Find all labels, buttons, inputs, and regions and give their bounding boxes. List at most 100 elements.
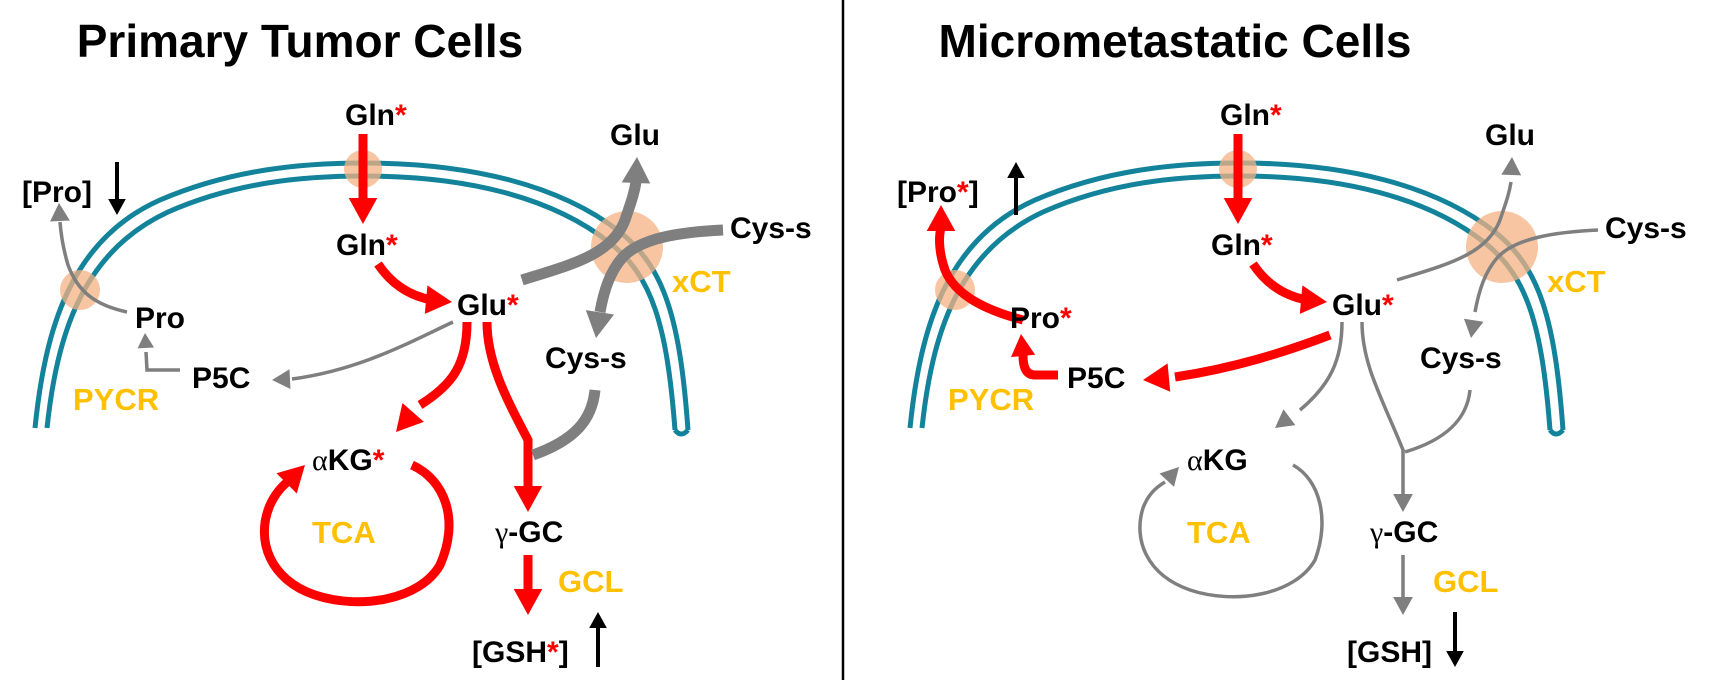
label-part: * (507, 289, 519, 322)
glu-to-p5c-arrow (1143, 330, 1332, 392)
proline-extracellular-label: [Pro*] (897, 176, 979, 209)
gsh-trend-up-icon (589, 612, 607, 667)
proline-trend-up-icon-head (1007, 162, 1025, 178)
glu-to-ggc-arrow (1360, 321, 1413, 512)
p5c-to-pro-arrow (1011, 334, 1058, 380)
label-part: GCL (1433, 564, 1498, 599)
gln-import-arrow-arrowhead (348, 198, 378, 224)
glu-extracellular-label: Glu (1485, 119, 1535, 152)
gln-extracellular-label: Gln* (1220, 99, 1282, 132)
xct-enzyme-label: xCT (672, 264, 731, 299)
label-part: Gln (345, 99, 395, 132)
glu-export-arrow-line (520, 181, 642, 286)
label-part: Glu (1332, 289, 1382, 322)
panel-title: Primary Tumor Cells (77, 15, 524, 67)
label-part: -GC (1383, 516, 1438, 549)
label-part: Cys-s (1605, 212, 1687, 245)
glu-to-ggc-arrow-arrowhead (1393, 494, 1413, 512)
gsh-label: [GSH*] (472, 636, 569, 669)
cell-membrane-end-cap (673, 428, 690, 437)
tca-cycle-arrow-arrowhead (1159, 467, 1179, 487)
cystine-intracellular-label: Cys-s (1420, 342, 1502, 375)
ggc-to-gsh-arrow-arrowhead (1393, 597, 1413, 615)
akg-label: αKG* (312, 444, 385, 477)
gln-import-arrow (1223, 134, 1253, 224)
cystine-extracellular-label: Cys-s (730, 212, 812, 245)
label-part: [Pro (897, 176, 957, 209)
gamma-gc-label: γ-GC (1369, 516, 1438, 549)
cell-membrane-end-cap (1548, 428, 1565, 437)
glu-to-akg-arrow-line (1298, 321, 1344, 412)
panel-title-text: Primary Tumor Cells (77, 15, 524, 67)
pro-export-arrow-arrowhead (50, 203, 70, 222)
label-part: * (1060, 302, 1072, 335)
label-part: α (1187, 444, 1203, 477)
proline-intracellular-label: Pro* (1010, 302, 1072, 335)
label-part: TCA (1187, 515, 1251, 550)
p5c-to-pro-arrow-arrowhead (137, 333, 155, 349)
pro-export-arrow (50, 203, 128, 314)
label-part: Glu (1485, 119, 1535, 152)
label-part: TCA (312, 515, 376, 550)
p5c-label: P5C (1067, 362, 1125, 395)
label-part: * (386, 229, 398, 262)
label-part: P5C (192, 362, 250, 395)
p5c-label: P5C (192, 362, 250, 395)
p5c-to-pro-arrow (137, 333, 180, 372)
label-part: Gln (1220, 99, 1270, 132)
glu-to-akg-arrow-arrowhead (1275, 409, 1296, 428)
cys-to-ggc-line (531, 389, 601, 461)
panel-title: Micrometastatic Cells (939, 15, 1412, 67)
gsh-trend-down-icon-head (1446, 651, 1464, 667)
cys-import-arrow-arrowhead (1463, 318, 1484, 338)
tca-label: TCA (312, 515, 376, 550)
gln-to-glu-arrow (1249, 261, 1327, 314)
glu-extracellular-label: Glu (610, 119, 660, 152)
xct-transporter-icon (1466, 211, 1538, 283)
cys-to-ggc-line (1404, 389, 1472, 454)
tca-label: TCA (1187, 515, 1251, 550)
glu-to-p5c-arrow-arrowhead (1143, 363, 1171, 392)
label-part: ] (969, 176, 979, 209)
panel-title-text: Micrometastatic Cells (939, 15, 1412, 67)
label-part: Pro (135, 302, 185, 335)
p5c-to-pro-arrow-line (144, 351, 180, 372)
proline-trend-down-icon (108, 162, 126, 215)
label-part: KG (328, 444, 373, 477)
glu-export-arrow-arrowhead (1501, 157, 1522, 176)
label-part: α (312, 444, 328, 477)
label-part: Pro (1010, 302, 1060, 335)
label-part: PYCR (73, 382, 159, 417)
proline-extracellular-label: [Pro] (22, 176, 92, 209)
glu-to-akg-arrow (396, 321, 472, 432)
gsh-trend-up-icon-head (589, 612, 607, 628)
gln-to-glu-arrow-arrowhead (424, 285, 452, 314)
label-part: P5C (1067, 362, 1125, 395)
glu-export-arrow-arrowhead (621, 157, 651, 184)
cystine-intracellular-label: Cys-s (545, 342, 627, 375)
tca-cycle-arrow (1138, 463, 1324, 599)
label-part: xCT (672, 264, 731, 299)
pycr-enzyme-label: PYCR (73, 382, 159, 417)
panel-micrometastatic: Micrometastatic CellsGln*Gln*Glu*GluCys-… (897, 15, 1687, 669)
cys-to-ggc-line-line (1404, 389, 1472, 454)
cystine-extracellular-label: Cys-s (1605, 212, 1687, 245)
ggc-to-gsh-arrow-arrowhead (513, 589, 543, 615)
pro-export-arrow-arrowhead (926, 205, 956, 231)
ggc-to-gsh-arrow (1393, 555, 1413, 615)
label-part: KG (1203, 444, 1248, 477)
label-part: * (1382, 289, 1394, 322)
label-part: GCL (558, 564, 623, 599)
label-part: [Pro (22, 176, 82, 209)
gln-intracellular-label: Gln* (1211, 229, 1273, 262)
glu-to-akg-arrow-arrowhead (396, 403, 424, 432)
label-part: [GSH (472, 636, 547, 669)
p5c-to-pro-arrow-line (1018, 354, 1058, 380)
gln-import-arrow-arrowhead (1223, 198, 1253, 224)
glu-to-akg-arrow (1275, 321, 1344, 428)
pro-transporter-icon (60, 270, 100, 310)
label-part: [GSH (1347, 636, 1422, 669)
cys-import-arrow-line (1473, 228, 1599, 313)
